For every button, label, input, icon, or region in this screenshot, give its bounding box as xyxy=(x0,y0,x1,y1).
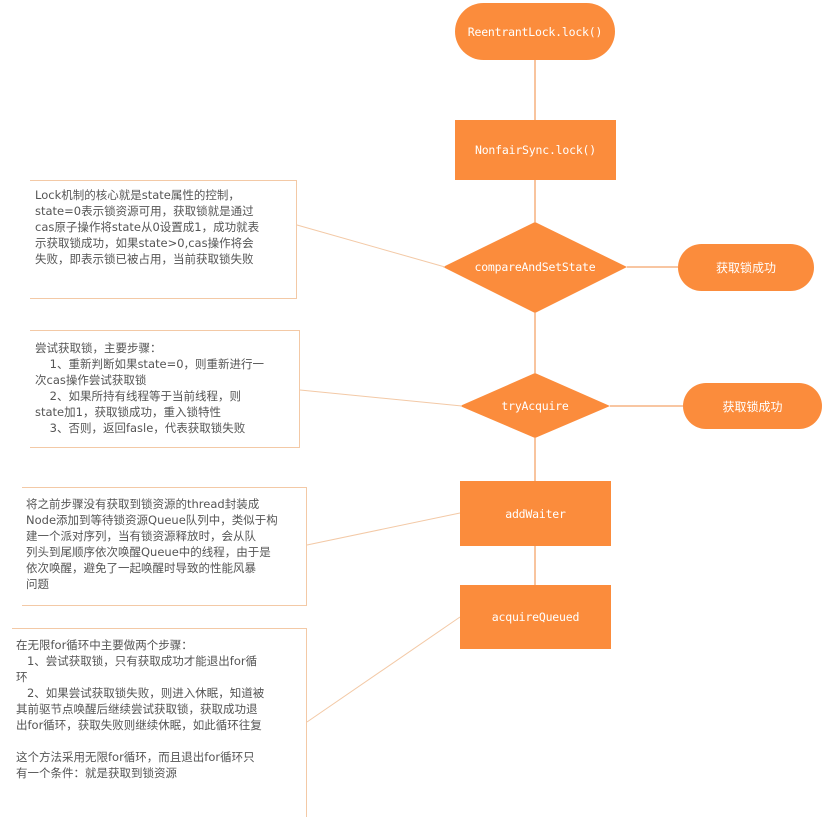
try-note: 尝试获取锁，主要步骤： 1、重新判断如果state=0，则重新进行一 次cas操… xyxy=(35,341,265,435)
add-waiter-node: addWaiter xyxy=(460,481,611,546)
queued-note-bracket xyxy=(12,628,307,817)
waiter-note: 将之前步骤没有获取到锁资源的thread封装成 Node添加到等待锁资源Queu… xyxy=(26,497,278,591)
try-note-bracket xyxy=(30,330,300,448)
callout-line-cas xyxy=(296,224,446,268)
callout-line-try xyxy=(299,389,463,407)
callout-line-waiter xyxy=(306,512,461,546)
waiter-note-bracket xyxy=(22,487,307,606)
callout-line-queued xyxy=(306,616,461,723)
try-acquire-label: tryAcquire xyxy=(501,399,569,413)
start-node: ReentrantLock.lock() xyxy=(455,3,615,60)
cas-decision-label: compareAndSetState xyxy=(474,260,596,274)
cas-decision-diamond xyxy=(443,222,627,313)
try-acquire-diamond xyxy=(460,373,610,438)
try-success-node: 获取锁成功 xyxy=(683,383,822,429)
acquire-queued-node: acquireQueued xyxy=(460,585,611,649)
cas-note: Lock机制的核心就是state属性的控制， state=0表示锁资源可用，获取… xyxy=(35,188,260,266)
cas-success-node: 获取锁成功 xyxy=(678,244,814,291)
nonfair-lock-node: NonfairSync.lock() xyxy=(455,120,616,180)
queued-note: 在无限for循环中主要做两个步骤： 1、尝试获取锁，只有获取成功才能退出for循… xyxy=(16,638,265,780)
cas-note-bracket xyxy=(30,180,297,299)
